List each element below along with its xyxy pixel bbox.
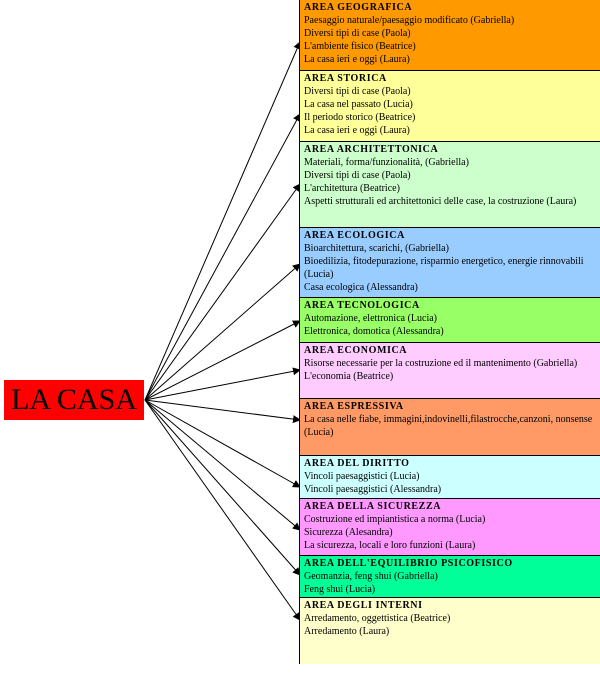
area-box: AREA ECONOMICA Risorse necessarie per la …	[300, 342, 600, 398]
area-entry: La sicurezza, locali e loro funzioni (La…	[304, 540, 476, 551]
connector-arrow	[144, 41, 301, 401]
area-entry: La casa nel passato (Lucia)	[304, 99, 413, 110]
connector-arrow	[144, 399, 301, 621]
area-entry: Elettronica, domotica (Alessandra)	[304, 326, 444, 337]
connector-arrow	[144, 183, 301, 401]
area-entry: La casa ieri e oggi (Laura)	[304, 54, 410, 65]
area-box: AREA DELL'EQUILIBRIO PSICOFISICO Geomanzi…	[300, 555, 600, 597]
area-entry: Arredamento, oggettistica (Beatrice)	[304, 613, 451, 624]
connector-arrow	[144, 113, 301, 401]
connector-arrow	[144, 399, 301, 424]
area-box: AREA DEL DIRITTO Vincoli paesaggistici (L…	[300, 455, 600, 498]
area-entry: Arredamento (Laura)	[304, 626, 390, 637]
area-title: AREA STORICA	[304, 73, 387, 84]
area-box: AREA ECOLOGICA Bioarchitettura, scarichi,…	[300, 227, 600, 297]
connector-arrow	[144, 399, 301, 531]
area-entry: Bioarchitettura, scarichi, (Gabriella)	[304, 243, 449, 254]
area-box: AREA STORICA Diversi tipi di case (Paola)…	[300, 70, 600, 141]
area-entry: La casa ieri e oggi (Laura)	[304, 125, 410, 136]
area-title: AREA ECOLOGICA	[304, 230, 405, 241]
area-title: AREA TECNOLOGICA	[304, 300, 420, 311]
area-entry: Automazione, elettronica (Lucia)	[304, 313, 437, 324]
area-entry: L'ambiente fisico (Beatrice)	[304, 41, 416, 52]
connector-arrow	[144, 367, 301, 401]
area-box: AREA TECNOLOGICA Automazione, elettronica…	[300, 297, 600, 342]
area-box: AREA ARCHITETTONICA Materiali, forma/funz…	[300, 141, 600, 227]
area-title: AREA GEOGRAFICA	[304, 2, 413, 13]
connector-arrow	[144, 399, 301, 488]
area-entry: Feng shui (Lucia)	[304, 584, 376, 595]
area-entry: Diversi tipi di case (Paola)	[304, 28, 411, 39]
areas-table: AREA GEOGRAFICA Paesaggio naturale/paesag…	[299, 0, 600, 664]
area-entry: Diversi tipi di case (Paola)	[304, 170, 411, 181]
area-entry: La casa nelle fiabe, immagini,indovinell…	[304, 414, 593, 438]
area-entry: Sicurezza (Alesandra)	[304, 527, 393, 538]
area-entry: Geomanzia, feng shui (Gabriella)	[304, 571, 438, 582]
area-entry: L'economia (Beatrice)	[304, 371, 394, 382]
area-entry: Vincoli paesaggistici (Alessandra)	[304, 484, 442, 495]
area-box: AREA DEGLI INTERNI Arredamento, oggettist…	[300, 597, 600, 664]
area-entry: Risorse necessarie per la costruzione ed…	[304, 358, 578, 369]
area-title: AREA DEGLI INTERNI	[304, 600, 423, 611]
area-entry: Bioedilizia, fitodepurazione, risparmio …	[304, 256, 584, 280]
connector-arrow	[144, 399, 301, 576]
area-entry: Diversi tipi di case (Paola)	[304, 86, 411, 97]
area-entry: Il periodo storico (Beatrice)	[304, 112, 416, 123]
area-title: AREA ECONOMICA	[304, 345, 408, 356]
area-box: AREA DELLA SICUREZZA Costruzione ed impia…	[300, 498, 600, 555]
area-entry: Paesaggio naturale/paesaggio modificato …	[304, 15, 515, 26]
area-entry: Vincoli paesaggistici (Lucia)	[304, 471, 420, 482]
area-box: AREA GEOGRAFICA Paesaggio naturale/paesag…	[300, 0, 600, 70]
area-entry: Materiali, forma/funzionalità, (Gabriell…	[304, 157, 469, 168]
center-node-la-casa: LA CASA	[4, 380, 144, 420]
area-title: AREA DEL DIRITTO	[304, 458, 410, 469]
connector-arrow	[144, 263, 301, 401]
area-title: AREA DELL'EQUILIBRIO PSICOFISICO	[304, 558, 513, 569]
area-entry: Aspetti strutturali ed architettonici de…	[304, 196, 577, 207]
area-entry: Costruzione ed impiantistica a norma (Lu…	[304, 514, 486, 525]
area-box: AREA ESPRESSIVA La casa nelle fiabe, imma…	[300, 398, 600, 455]
area-title: AREA DELLA SICUREZZA	[304, 501, 442, 512]
area-entry: Casa ecologica (Alessandra)	[304, 282, 418, 293]
area-title: AREA ARCHITETTONICA	[304, 144, 439, 155]
connector-arrow	[144, 320, 301, 401]
area-entry: L'architettura (Beatrice)	[304, 183, 400, 194]
area-title: AREA ESPRESSIVA	[304, 401, 404, 412]
